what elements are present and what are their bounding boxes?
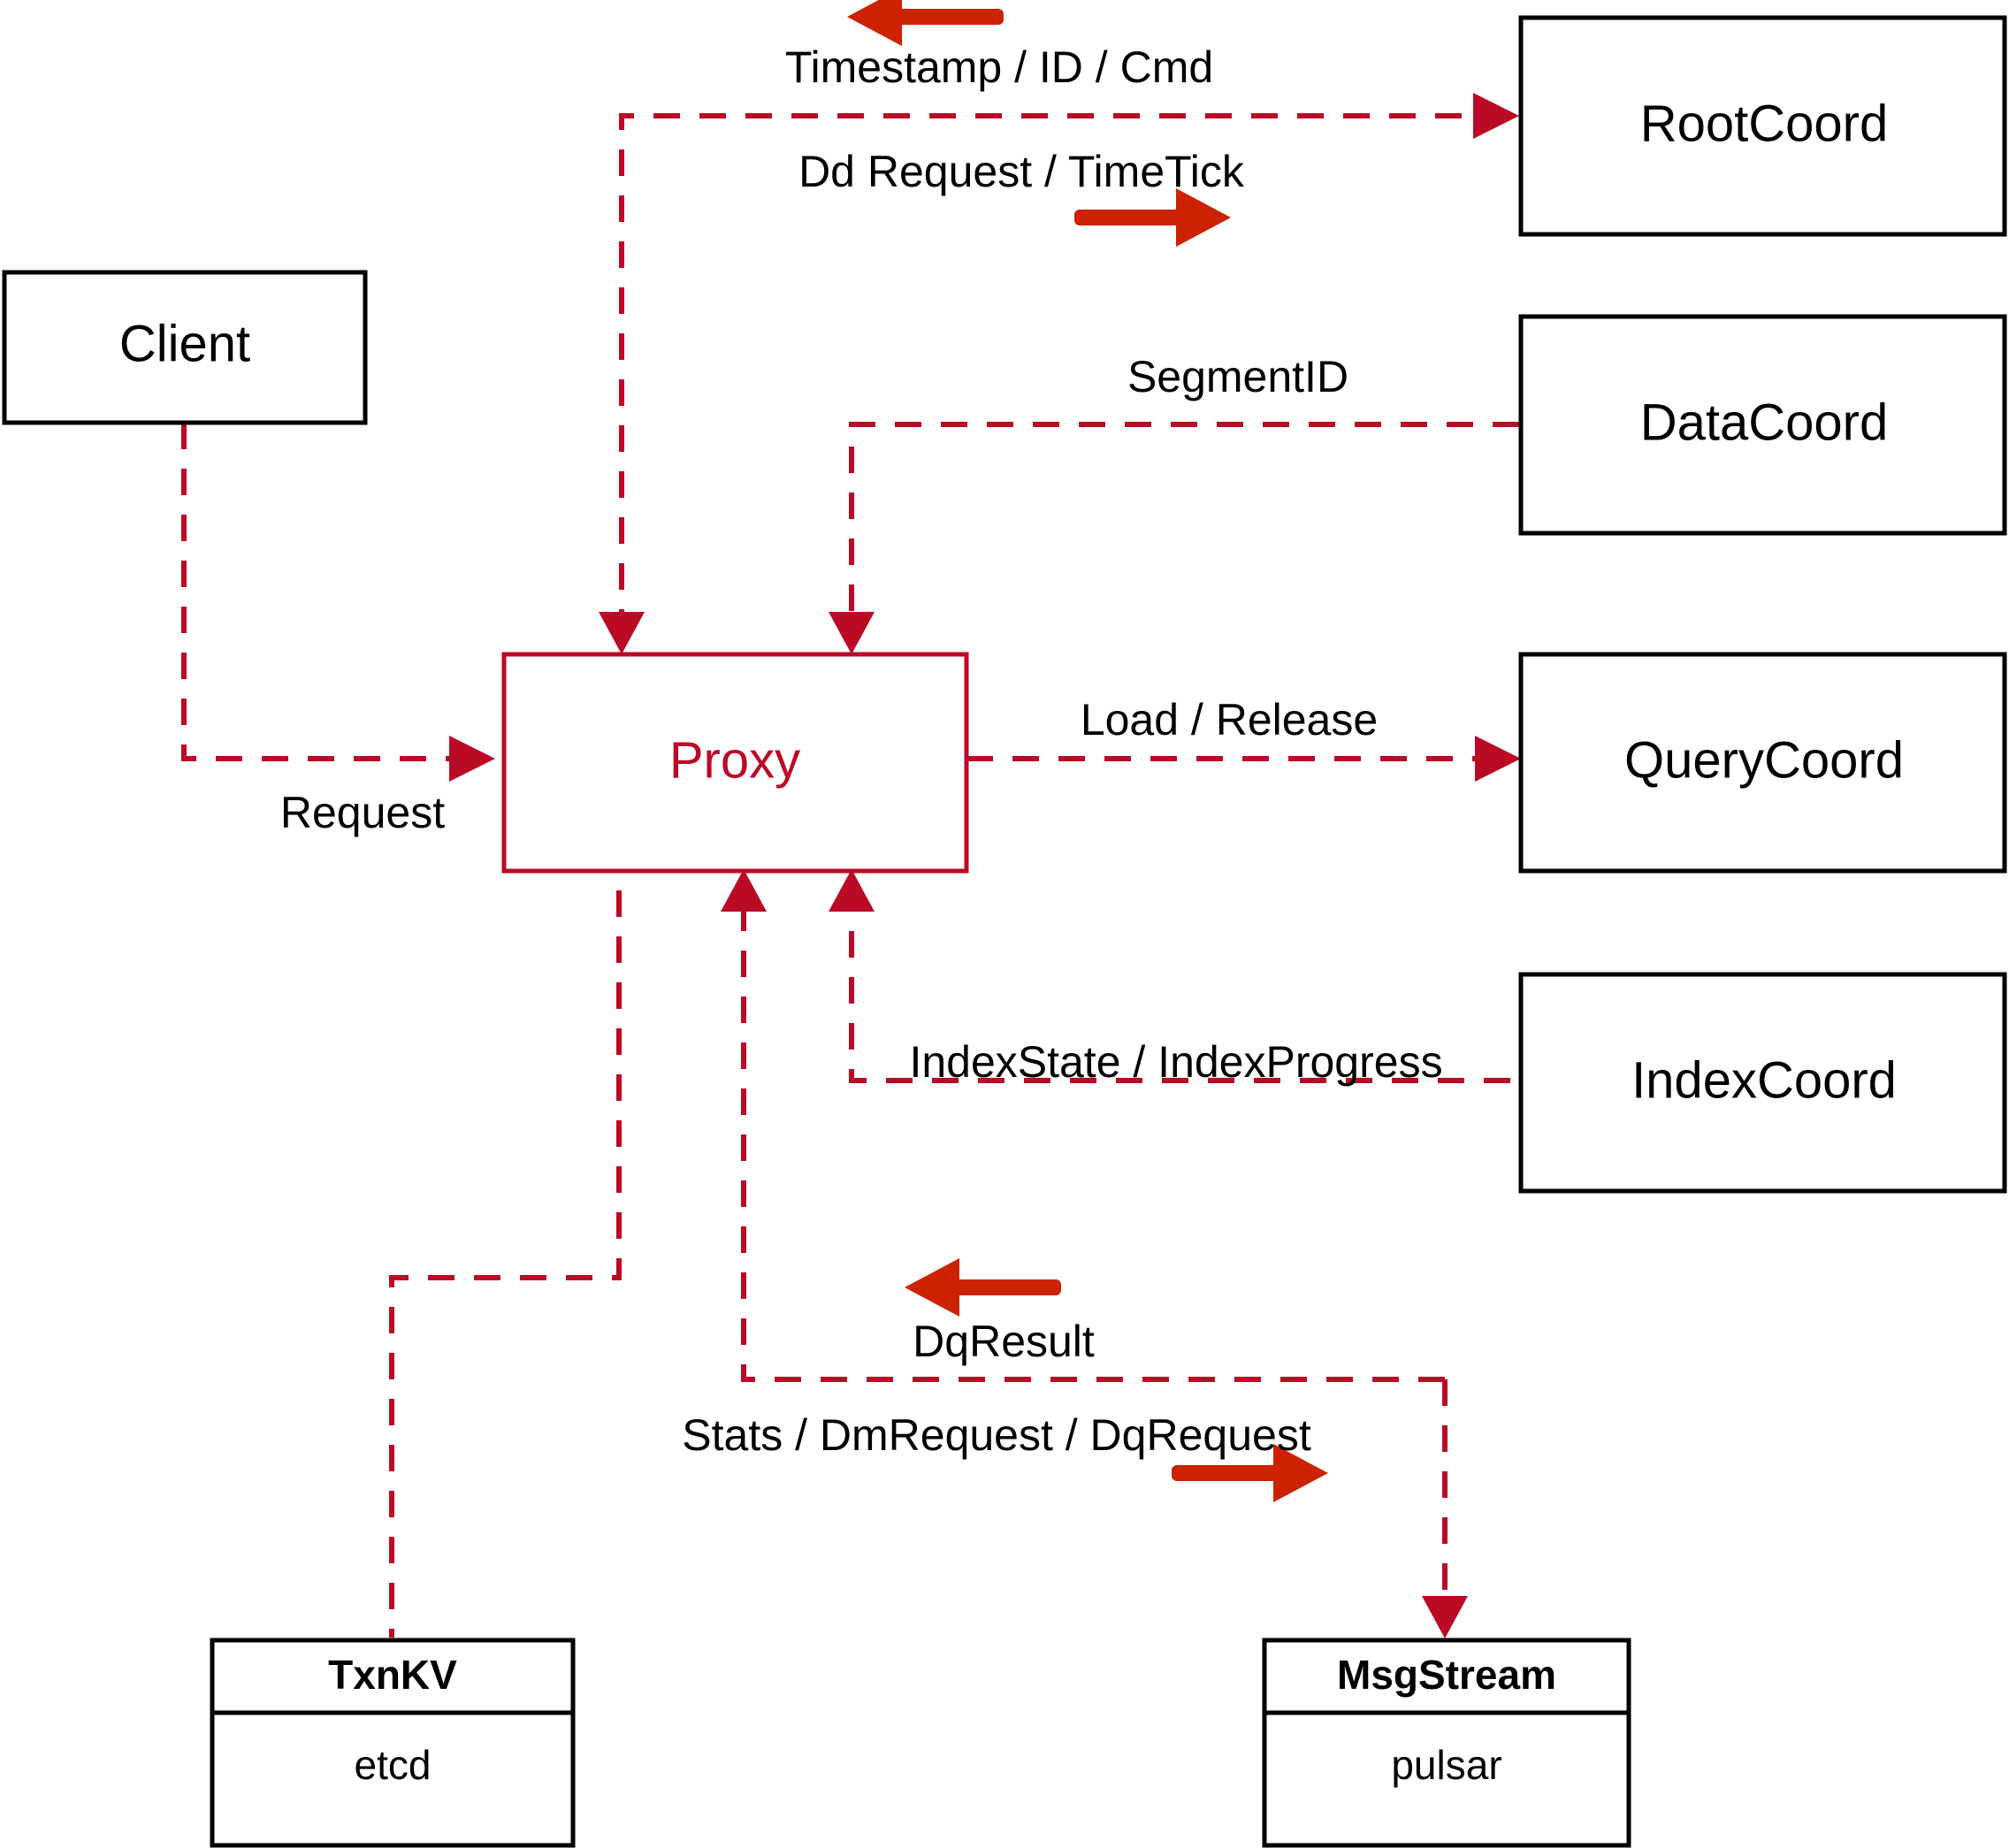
edge-proxy-to-txnkv: [389, 890, 622, 1638]
node-txnkv-box[interactable]: [210, 1638, 576, 1848]
node-client-label: Client: [119, 315, 250, 372]
node-proxy-box[interactable]: [501, 652, 969, 874]
edge-label-dqresult: DqResult: [913, 1317, 1095, 1366]
node-txnkv-label: TxnKV: [328, 1652, 457, 1698]
node-datacoord[interactable]: DataCoord: [1518, 314, 2007, 536]
arrowhead-up-icon: [721, 869, 767, 912]
arrowhead-right-icon: [1475, 736, 1521, 782]
node-msgstream-sublabel: pulsar: [1391, 1742, 1501, 1788]
edge-label-indexstate-indexprogress: IndexState / IndexProgress: [909, 1037, 1442, 1087]
edge-client-to-proxy: [181, 423, 495, 782]
node-querycoord-box[interactable]: [1518, 652, 2007, 874]
arrowhead-up-icon: [829, 869, 875, 912]
node-indexcoord-box[interactable]: [1518, 972, 2007, 1194]
direction-arrow-ddrequest-right: [1074, 188, 1231, 247]
edge-label-stats-dmrequest-dqrequest: Stats / DmRequest / DqRequest: [682, 1410, 1311, 1460]
node-querycoord-label: QueryCoord: [1624, 731, 1904, 789]
edge-label-segmentid: SegmentID: [1127, 352, 1348, 401]
node-msgstream-box[interactable]: [1262, 1638, 1631, 1848]
node-txnkv[interactable]: TxnKV etcd: [210, 1638, 576, 1848]
node-proxy[interactable]: Proxy: [501, 652, 969, 874]
edge-path: [741, 890, 1445, 1382]
arrowhead-down-icon: [1422, 1596, 1468, 1638]
node-proxy-label: Proxy: [669, 731, 800, 789]
edge-datacoord-to-proxy: [829, 422, 1519, 654]
node-client[interactable]: Client: [2, 270, 368, 425]
edge-label-dd-request-timetick: Dd Request / TimeTick: [798, 147, 1245, 196]
node-datacoord-label: DataCoord: [1640, 393, 1888, 451]
edge-rootcoord-to-proxy: [599, 113, 1508, 654]
node-rootcoord[interactable]: RootCoord: [1518, 15, 2007, 237]
node-rootcoord-label: RootCoord: [1640, 95, 1888, 152]
edge-proxy-to-msgstream: [1422, 1379, 1468, 1638]
node-msgstream[interactable]: MsgStream pulsar: [1262, 1638, 1631, 1848]
node-querycoord[interactable]: QueryCoord: [1518, 652, 2007, 874]
node-datacoord-box[interactable]: [1518, 314, 2007, 536]
edge-label-request: Request: [280, 788, 445, 837]
node-txnkv-sublabel: etcd: [355, 1742, 432, 1788]
edge-msgstream-to-proxy: [721, 869, 1445, 1382]
edge-proxy-to-rootcoord: [1473, 93, 1519, 139]
arrowhead-right-icon: [449, 736, 495, 782]
edge-path: [389, 890, 622, 1638]
arrowhead-down-icon: [829, 612, 875, 654]
node-indexcoord[interactable]: IndexCoord: [1518, 972, 2007, 1194]
edge-path: [849, 422, 1519, 634]
edge-path: [181, 423, 473, 761]
direction-arrow-timestamp-left: [847, 0, 1004, 46]
node-msgstream-label: MsgStream: [1337, 1652, 1556, 1698]
edge-path: [619, 113, 1508, 634]
node-indexcoord-label: IndexCoord: [1631, 1051, 1897, 1109]
edge-proxy-to-querycoord: [966, 736, 1521, 782]
arrowhead-right-icon: [1473, 93, 1519, 139]
arrowhead-down-icon: [599, 612, 645, 654]
node-client-box[interactable]: [2, 270, 368, 425]
direction-arrow-dqresult-left: [905, 1258, 1061, 1317]
edge-indexcoord-to-proxy: [829, 869, 1510, 1083]
node-rootcoord-box[interactable]: [1518, 15, 2007, 237]
direction-arrow-dqrequest-right: [1172, 1444, 1328, 1502]
edge-label-load-release: Load / Release: [1081, 695, 1378, 745]
edge-label-timestamp-id-cmd: Timestamp / ID / Cmd: [785, 42, 1213, 92]
edge-path: [849, 890, 1510, 1083]
